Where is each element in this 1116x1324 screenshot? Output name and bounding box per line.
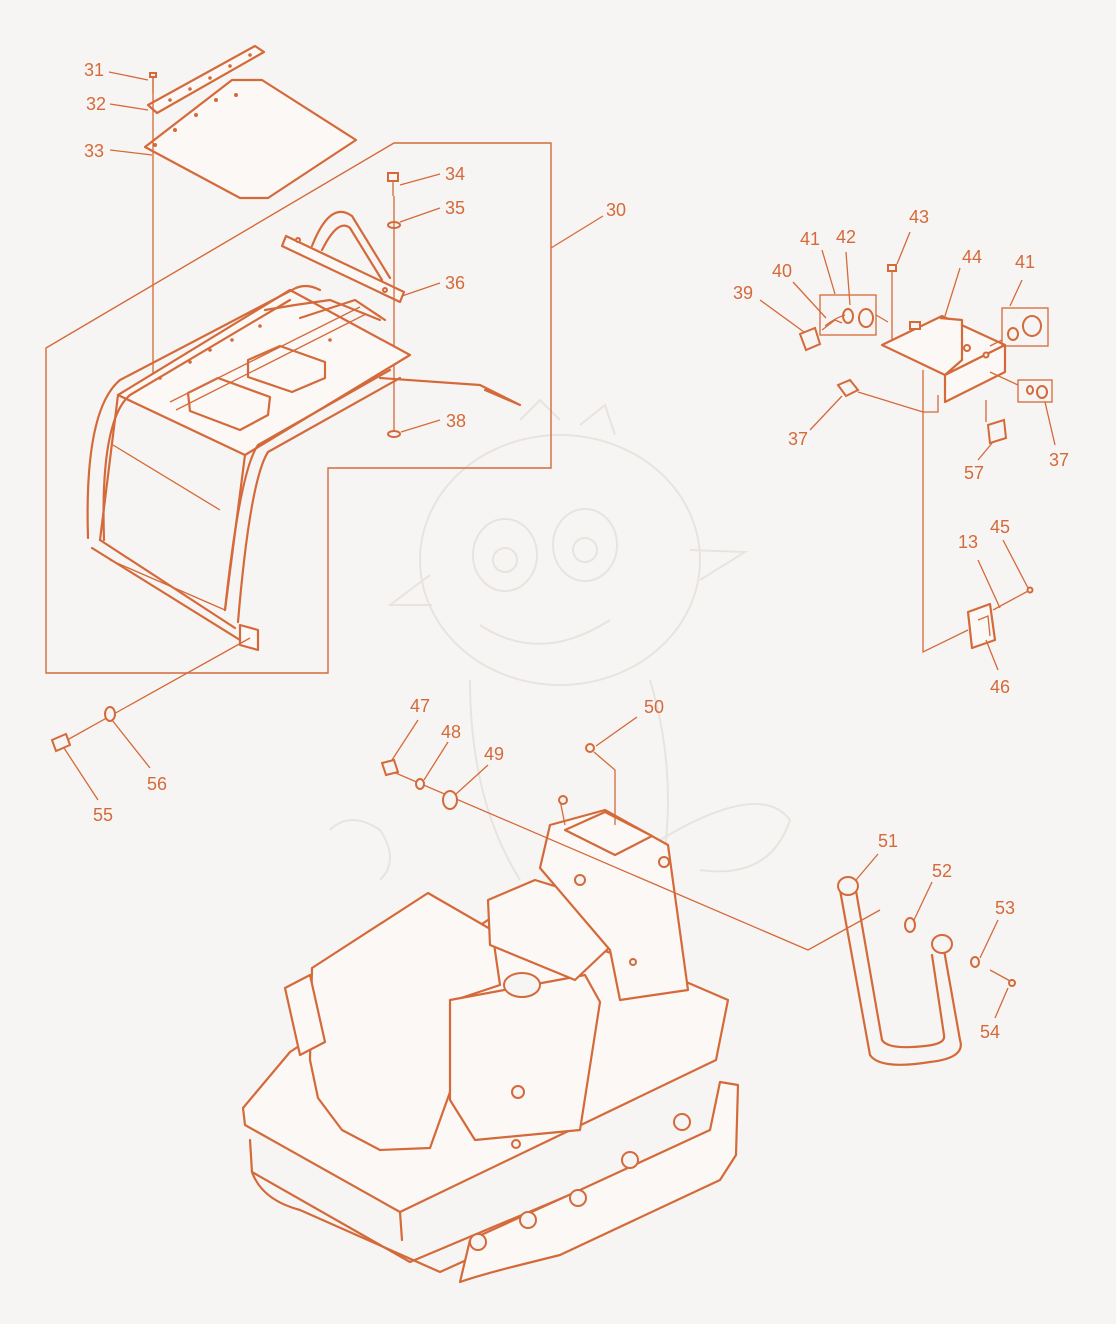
label-35: 35 (445, 198, 465, 218)
nut-37-left (836, 378, 924, 413)
plug-50 (585, 743, 616, 825)
label-44: 44 (962, 247, 982, 267)
indicator-group-37-right (989, 371, 1053, 403)
label-46: 46 (990, 677, 1010, 697)
label-49: 49 (484, 744, 504, 764)
label-53: 53 (995, 898, 1015, 918)
label-41a: 41 (800, 229, 820, 249)
label-39: 39 (733, 283, 753, 303)
label-57: 57 (964, 463, 984, 483)
switch-group-41-left (819, 294, 889, 336)
compactor-body (241, 795, 740, 1284)
guide-handle-51 (837, 876, 962, 1066)
control-bracket-44 (880, 314, 1007, 413)
roll-bar-frame (86, 284, 522, 652)
label-42: 42 (836, 227, 856, 247)
bolt-43 (887, 264, 897, 340)
label-48: 48 (441, 722, 461, 742)
bushing-49 (442, 790, 458, 810)
mounting-strip-32 (146, 44, 266, 382)
label-13: 13 (958, 532, 978, 552)
label-55: 55 (93, 805, 113, 825)
washer-53 (970, 956, 980, 968)
label-32: 32 (86, 94, 106, 114)
cover-plate-33 (143, 78, 358, 200)
label-41b: 41 (1015, 252, 1035, 272)
label-33: 33 (84, 141, 104, 161)
bolt-55 (50, 732, 72, 753)
switch-group-41-right (989, 307, 1049, 347)
label-56: 56 (147, 774, 167, 794)
knob-39 (798, 326, 822, 352)
washer-56 (104, 706, 116, 722)
part-labels: 31 32 33 34 35 36 30 38 43 41 42 44 41 4… (84, 60, 1069, 1042)
nut-47 (380, 758, 400, 777)
label-38: 38 (446, 411, 466, 431)
label-45: 45 (990, 517, 1010, 537)
label-37a: 37 (788, 429, 808, 449)
label-40: 40 (772, 261, 792, 281)
label-47: 47 (410, 696, 430, 716)
switch-46 (966, 602, 997, 650)
nut-38 (387, 430, 401, 438)
label-31: 31 (84, 60, 104, 80)
plate-57 (985, 400, 1008, 445)
bolt-34 (387, 172, 399, 196)
leader-lines (63, 71, 1056, 1019)
assembly-30-frame (45, 142, 552, 674)
watermark-mascot (329, 398, 792, 881)
label-34: 34 (445, 164, 465, 184)
clip-40 (821, 319, 843, 331)
bolt-54 (989, 969, 1016, 987)
washer-48 (415, 778, 425, 790)
carry-handle-36 (280, 210, 406, 304)
label-43: 43 (909, 207, 929, 227)
label-50: 50 (644, 697, 664, 717)
washer-52 (904, 917, 916, 933)
label-54: 54 (980, 1022, 1000, 1042)
screw-31 (149, 72, 157, 93)
label-37b: 37 (1049, 450, 1069, 470)
label-52: 52 (932, 861, 952, 881)
label-30: 30 (606, 200, 626, 220)
label-36: 36 (445, 273, 465, 293)
label-51: 51 (878, 831, 898, 851)
